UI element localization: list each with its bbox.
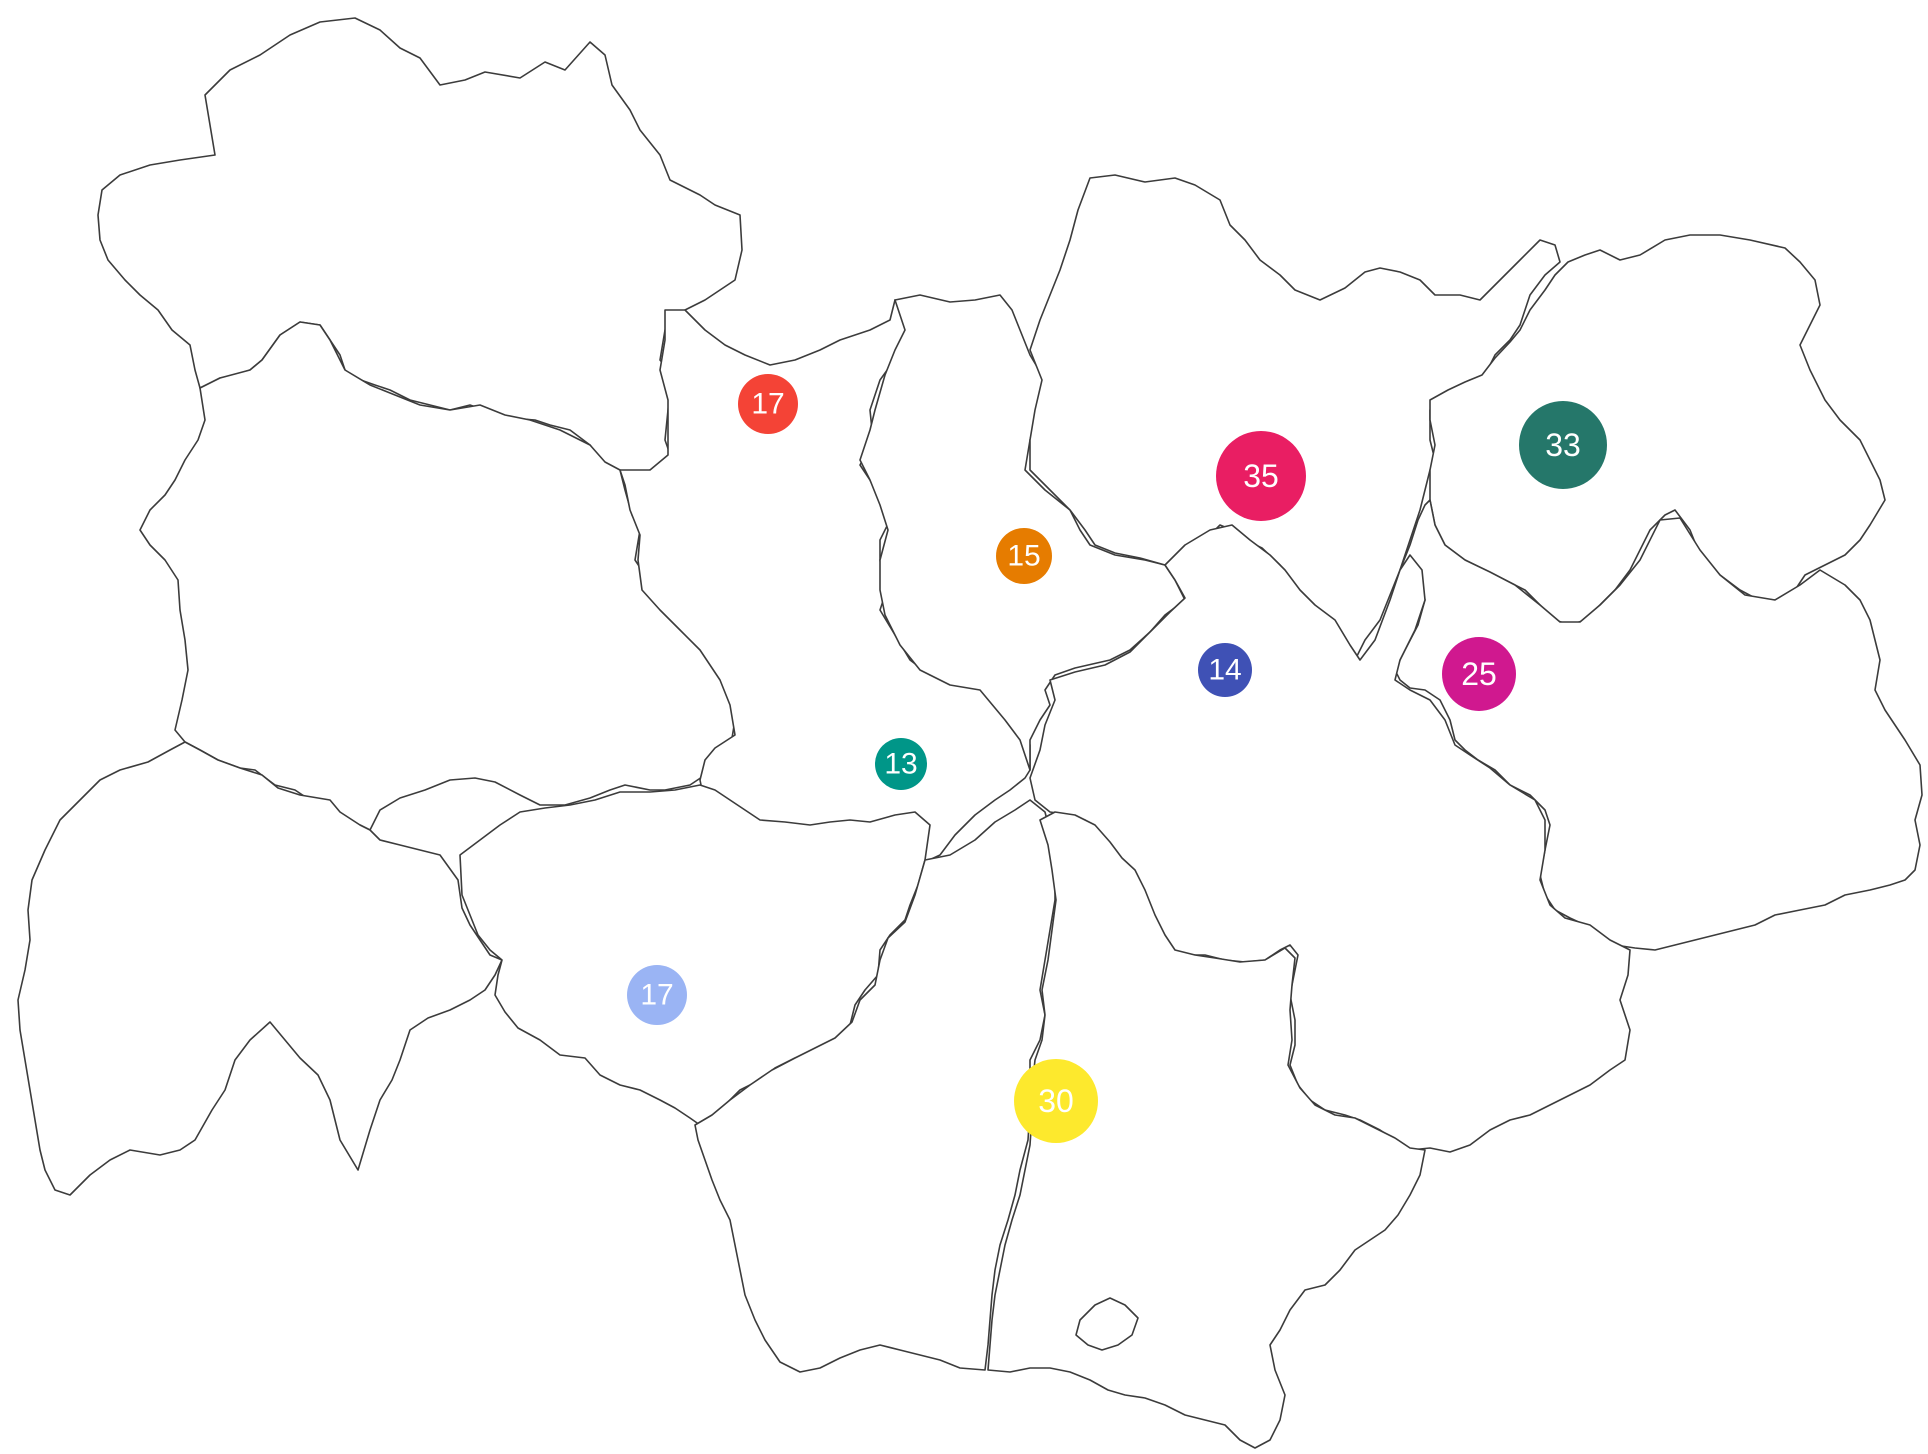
department-boundary [139,321,736,831]
department-boundaries [17,17,1923,1449]
value-marker[interactable]: 15 [996,528,1052,584]
value-marker[interactable]: 30 [1014,1059,1098,1143]
department-boundary [1029,174,1561,661]
marker-circle [738,374,798,434]
marker-label: 35 [1243,458,1279,494]
value-marker[interactable]: 13 [875,738,927,790]
department-boundary [987,811,1426,1449]
marker-label: 14 [1208,654,1241,687]
marker-label: 17 [640,979,673,1012]
marker-circle [1519,401,1607,489]
marker-circle [1014,1059,1098,1143]
value-marker[interactable]: 17 [738,374,798,434]
department-boundary [1394,499,1923,951]
value-marker[interactable]: 35 [1216,431,1306,521]
marker-label: 30 [1038,1083,1074,1119]
marker-label: 15 [1007,540,1040,573]
marker-label: 13 [884,748,917,781]
value-marker[interactable]: 17 [627,965,687,1025]
marker-circle [627,965,687,1025]
marker-circle [875,738,927,790]
marker-label: 17 [751,388,784,421]
value-marker[interactable]: 25 [1442,637,1516,711]
department-boundary [459,784,931,1126]
department-boundary [17,741,503,1196]
value-marker[interactable]: 33 [1519,401,1607,489]
marker-label: 25 [1461,656,1497,692]
value-marker[interactable]: 14 [1198,643,1252,697]
marker-circle [996,528,1052,584]
marker-label: 33 [1545,427,1581,463]
department-boundary [694,799,1056,1373]
enclave-boundary [1075,1297,1139,1351]
department-boundary [1429,234,1886,626]
marker-circle [1198,643,1252,697]
value-markers: 17 15 35 33 14 25 13 17 [627,374,1607,1143]
marker-circle [1442,637,1516,711]
marker-circle [1216,431,1306,521]
